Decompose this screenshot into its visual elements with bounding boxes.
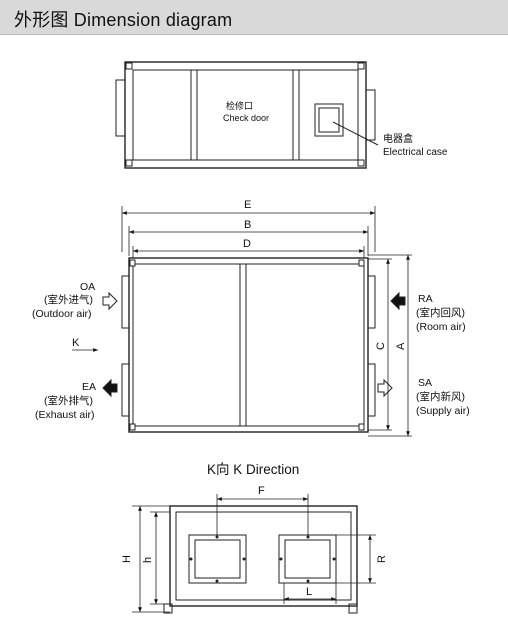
ra-label: RA [418,293,433,305]
dim-label-A: A [395,342,407,350]
dim-label-D: D [243,238,251,250]
right-duct-opening [278,534,337,584]
sa-label-en: (Supply air) [416,405,470,417]
ea-label-en: (Exhaust air) [35,409,95,421]
ea-duct-flange [121,363,130,417]
electrical-case-leader [332,121,379,146]
ra-label-cn: (室内回风) [416,306,465,319]
k-view-casing [169,505,358,607]
plan-view-dimensions [121,206,412,437]
sa-label-cn: (室内新风) [416,390,465,403]
electrical-case-label-cn: 电器盒 [383,132,413,145]
page-title: 外形图 Dimension diagram [14,10,233,30]
oa-label: OA [80,281,95,293]
ra-arrow-icon [390,291,406,311]
k-direction-title: K向 K Direction [207,462,299,477]
dim-label-R: R [376,555,388,563]
k-direction-label: K [72,337,80,349]
dim-label-B: B [244,219,251,231]
oa-label-cn: (室外进气) [44,293,93,306]
oa-label-en: (Outdoor air) [32,308,92,320]
check-door-label-cn: 检修口 [226,100,253,111]
plan-view-unit [102,257,406,433]
ra-duct-flange [367,275,376,329]
dim-label-L: L [306,586,312,598]
check-door-label-en: Check door [223,113,269,123]
plan-outer-casing [128,257,369,433]
ea-label: EA [82,381,96,393]
oa-duct-flange [121,275,130,329]
dim-label-F: F [258,485,265,497]
sa-arrow-icon [377,378,393,398]
dim-label-H: H [121,555,133,563]
right-foot [348,603,358,614]
oa-arrow-icon [102,291,118,311]
sa-label: SA [418,377,432,389]
unit-outer-casing [124,61,367,169]
right-duct-stub [365,89,376,141]
plan-inner-casing [132,263,365,427]
title-bar: 外形图 Dimension diagram [0,0,508,35]
k-view-unit [163,505,358,614]
ea-arrow-icon [102,378,118,398]
ea-label-cn: (室外排气) [44,394,93,407]
left-duct-stub [115,79,126,137]
left-duct-opening [188,534,247,584]
dim-label-C: C [375,342,387,350]
top-view [115,61,379,169]
ra-label-en: (Room air) [416,321,466,333]
unit-inner-casing [132,69,359,161]
dim-label-h: h [142,557,154,563]
electrical-case-label-en: Electrical case [383,147,448,158]
dim-label-E: E [244,199,251,211]
electrical-case-box [314,103,344,137]
left-foot [163,603,173,614]
sa-duct-flange [367,363,376,417]
